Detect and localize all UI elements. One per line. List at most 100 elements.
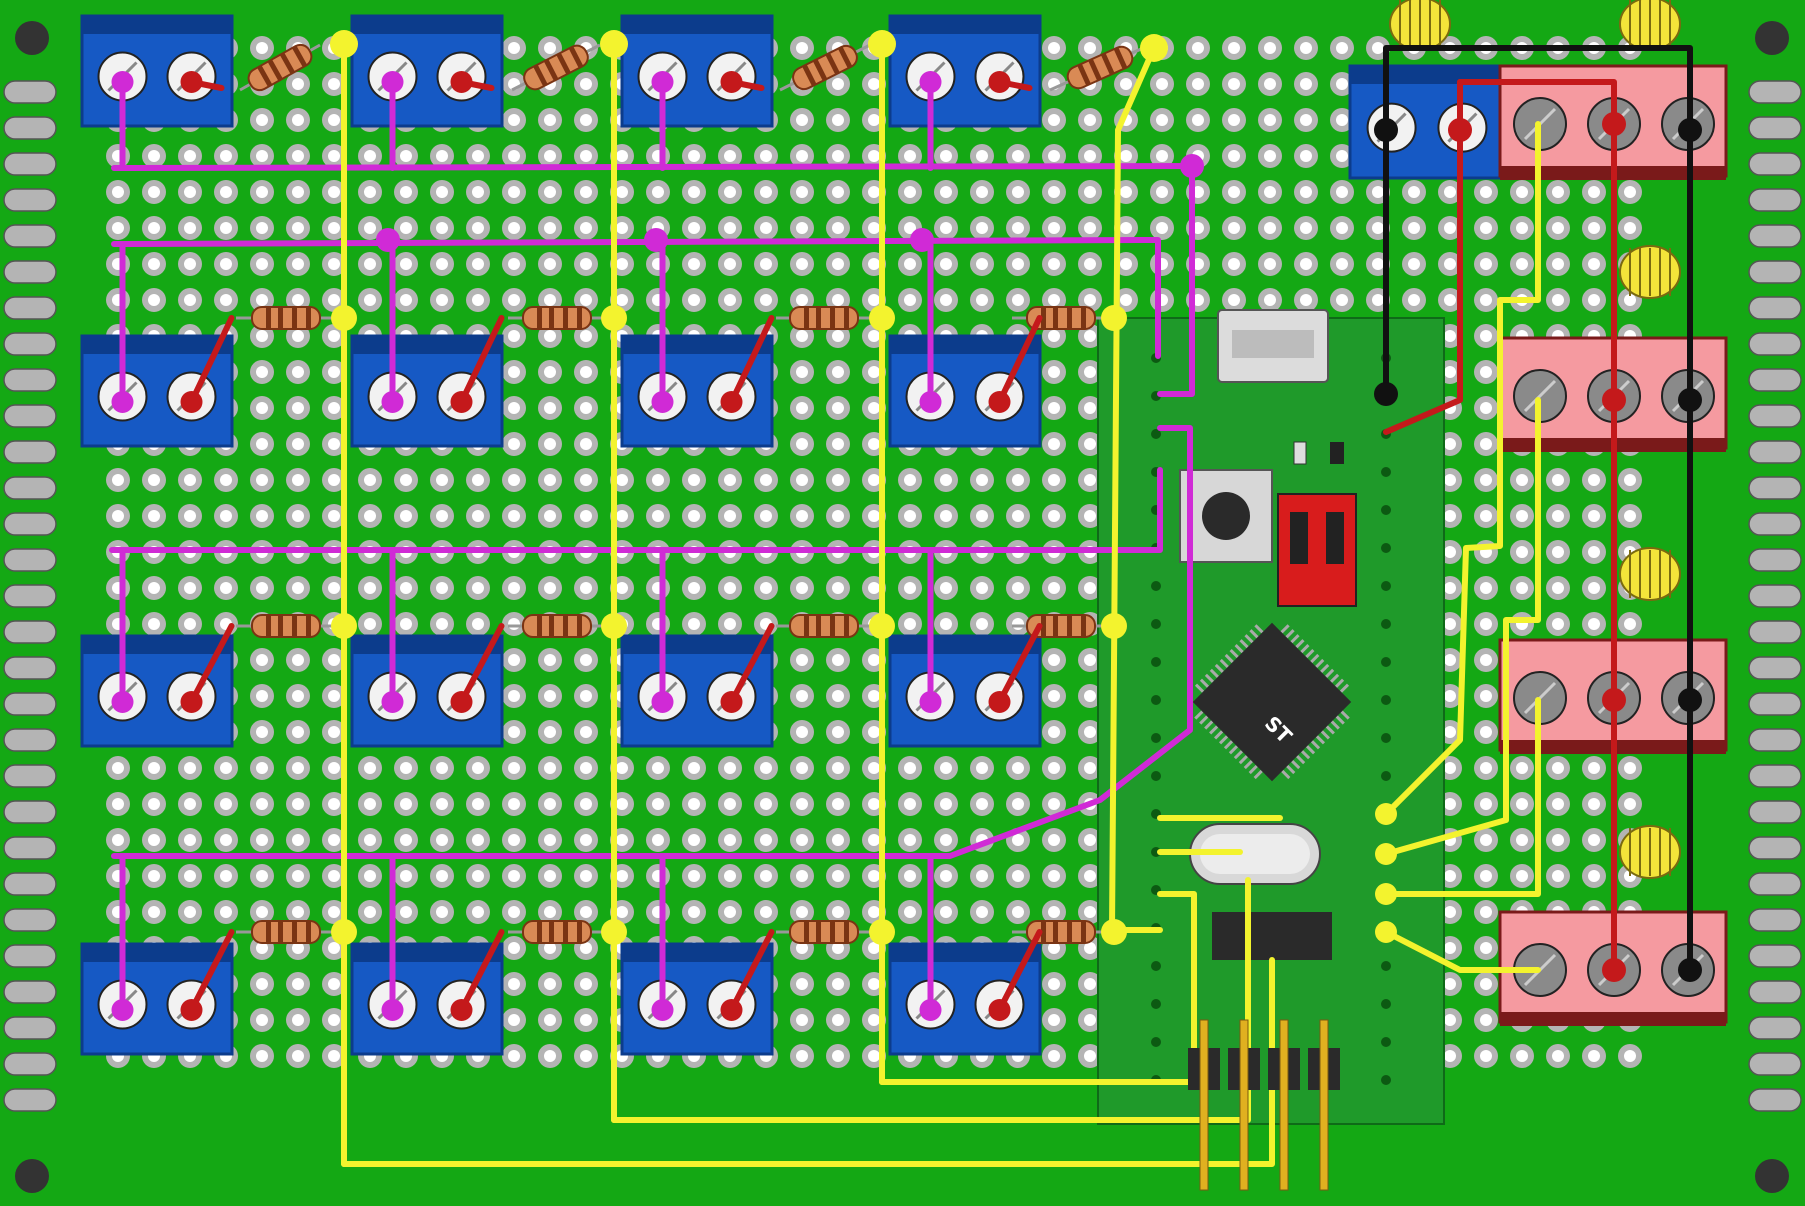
pad-hole — [904, 870, 916, 882]
pad-hole — [1048, 330, 1060, 342]
pad-hole — [292, 186, 304, 198]
solder-joint — [869, 919, 895, 945]
edge-slots — [3, 80, 1802, 1112]
resistor-icon — [508, 306, 606, 330]
pad-hole — [1084, 150, 1096, 162]
pad-hole — [1084, 834, 1096, 846]
pad-hole — [1012, 798, 1024, 810]
pad-hole — [1480, 798, 1492, 810]
pad-hole — [220, 294, 232, 306]
pad-hole — [796, 42, 808, 54]
pad-hole — [544, 150, 556, 162]
pad-hole — [796, 1050, 808, 1062]
resistor-band — [844, 307, 849, 329]
chip-pin — [1199, 678, 1210, 688]
pad-hole — [616, 294, 628, 306]
pad-hole — [1588, 798, 1600, 810]
pad-hole — [580, 582, 592, 594]
pad-hole — [544, 258, 556, 270]
pad-hole — [1588, 258, 1600, 270]
pad-hole — [292, 474, 304, 486]
resistor-band — [1077, 63, 1091, 86]
solder-joint — [1375, 843, 1397, 865]
pad-hole — [688, 618, 700, 630]
blue-terminal-blocks — [80, 14, 1506, 1056]
pad-hole — [292, 330, 304, 342]
pad-hole — [796, 438, 808, 450]
pad-hole — [1624, 762, 1636, 774]
resistor-body — [251, 306, 321, 330]
pad-hole — [724, 870, 736, 882]
pad-hole — [1012, 258, 1024, 270]
module-pin — [1151, 619, 1161, 629]
chip-pin — [1228, 745, 1239, 755]
pad-hole — [1228, 294, 1240, 306]
pad-hole — [1588, 870, 1600, 882]
row-wire-4 — [111, 425, 1193, 859]
terminal-top — [82, 636, 232, 654]
pad-hole — [1480, 834, 1492, 846]
pad-hole — [544, 798, 556, 810]
pad-hole — [1084, 438, 1096, 450]
pad-hole — [1048, 366, 1060, 378]
terminal-top — [352, 16, 502, 34]
solder-joint — [111, 999, 134, 1021]
pad-hole — [1156, 222, 1168, 234]
pad-hole — [1120, 186, 1132, 198]
edge-slot — [3, 476, 57, 500]
pad-hole — [1084, 1014, 1096, 1026]
pad-hole — [1120, 78, 1132, 90]
pad-hole — [1480, 186, 1492, 198]
pad-hole — [904, 510, 916, 522]
pad-hole — [292, 654, 304, 666]
solder-joint — [720, 691, 743, 713]
pad-hole — [1012, 834, 1024, 846]
pad-hole — [472, 222, 484, 234]
pad-hole — [292, 258, 304, 270]
solder-joint — [1448, 118, 1472, 142]
solder-joint — [1140, 34, 1168, 62]
pad-hole — [1084, 690, 1096, 702]
solder-joint — [111, 71, 134, 93]
ground-wire — [1383, 45, 1693, 973]
resistor-band — [292, 615, 297, 637]
solder-joint — [111, 391, 134, 413]
pad-hole — [328, 942, 340, 954]
terminal-lead — [728, 929, 775, 1013]
pad-hole — [1012, 870, 1024, 882]
dip-switch — [1277, 493, 1357, 607]
resistor-band — [1081, 921, 1086, 943]
resistor-band — [549, 615, 554, 637]
pad-hole — [976, 258, 988, 270]
pad-hole — [1624, 294, 1636, 306]
pad-hole — [868, 798, 880, 810]
pad-hole — [1048, 942, 1060, 954]
solder-joint — [1602, 958, 1626, 982]
pad-hole — [1552, 258, 1564, 270]
solder-joint — [331, 305, 357, 331]
pad-hole — [1048, 294, 1060, 306]
pad-hole — [904, 834, 916, 846]
pad-hole — [508, 42, 520, 54]
pad-hole — [400, 762, 412, 774]
pad-hole — [1156, 186, 1168, 198]
edge-slot — [1748, 296, 1802, 320]
crystal-top — [1200, 834, 1310, 874]
pad-hole — [364, 150, 376, 162]
pad-hole — [1084, 474, 1096, 486]
pad-hole — [112, 798, 124, 810]
terminal-lead — [458, 315, 505, 405]
pad-hole — [1048, 186, 1060, 198]
pad-hole — [940, 870, 952, 882]
pad-hole — [256, 762, 268, 774]
pad-hole — [760, 186, 772, 198]
solder-joint — [330, 30, 358, 58]
pad-hole — [1048, 690, 1060, 702]
pad-hole — [1156, 114, 1168, 126]
pad-hole — [544, 870, 556, 882]
chip-pin — [1286, 764, 1296, 775]
pad-hole — [292, 798, 304, 810]
pad-hole — [1372, 294, 1384, 306]
pad-hole — [400, 186, 412, 198]
pad-hole — [688, 510, 700, 522]
